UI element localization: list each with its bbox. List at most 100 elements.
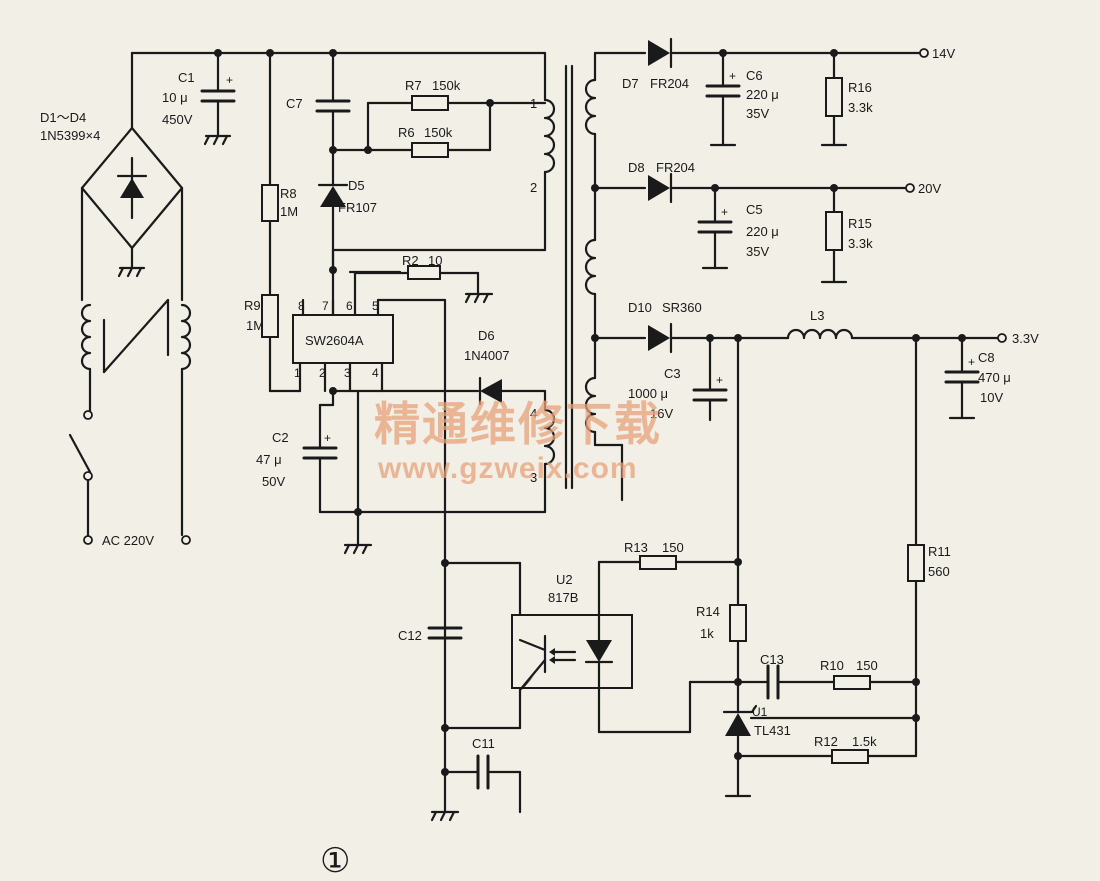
c1-volt-label: 450V bbox=[162, 112, 193, 127]
r2-val-label: 10 bbox=[428, 253, 442, 268]
r14-val-label: 1k bbox=[700, 626, 714, 641]
optocoupler-u2 bbox=[511, 560, 692, 734]
ic-pin-4: 4 bbox=[372, 366, 379, 380]
c2-cap-label: 47 μ bbox=[256, 452, 282, 467]
d5-part-label: FR107 bbox=[338, 200, 377, 215]
ic-pin-3: 3 bbox=[344, 366, 351, 380]
c3-cap-label: 1000 μ bbox=[628, 386, 668, 401]
r8-ref-label: R8 bbox=[280, 186, 297, 201]
r2-ref-label: R2 bbox=[402, 253, 419, 268]
u1-part-label: TL431 bbox=[754, 723, 791, 738]
winding-pin-1: 1 bbox=[530, 96, 537, 111]
output-20v-label: 20V bbox=[918, 181, 941, 196]
output-14v-rail: + bbox=[593, 37, 929, 147]
c8-ref-label: C8 bbox=[978, 350, 995, 365]
output-3v3-label: 3.3V bbox=[1012, 331, 1039, 346]
c11-ref-label: C11 bbox=[472, 736, 495, 751]
l3-ref-label: L3 bbox=[810, 308, 824, 323]
c5-volt-label: 35V bbox=[746, 244, 769, 259]
svg-text:+: + bbox=[324, 431, 331, 445]
c6-cap-label: 220 μ bbox=[746, 87, 779, 102]
output-3v3-rail: + + bbox=[593, 322, 1007, 422]
bridge-ref-label: D1～D4 bbox=[40, 110, 86, 125]
c7-ref-label: C7 bbox=[286, 96, 303, 111]
d5-ref-label: D5 bbox=[348, 178, 365, 193]
ic-sw2604a bbox=[292, 271, 447, 734]
bridge-rectifier bbox=[80, 51, 184, 302]
d6-ref-label: D6 bbox=[478, 328, 495, 343]
mains-filter-choke bbox=[80, 298, 192, 537]
figure-number: ① bbox=[320, 841, 350, 881]
winding-pin-4: 4 bbox=[530, 406, 537, 421]
r13-val-label: 150 bbox=[662, 540, 684, 555]
feedback-caps bbox=[427, 559, 522, 822]
c2-volt-label: 50V bbox=[262, 474, 285, 489]
r15-ref-label: R15 bbox=[848, 216, 872, 231]
watermark-title: 精通维修下载 bbox=[374, 397, 662, 451]
resistor-r2 bbox=[407, 265, 494, 304]
r16-ref-label: R16 bbox=[848, 80, 872, 95]
ic-pin-2: 2 bbox=[319, 366, 326, 380]
mains-switch bbox=[68, 410, 191, 545]
snubber-resistors bbox=[329, 95, 547, 158]
r13-ref-label: R13 bbox=[624, 540, 648, 555]
resistor-r9 bbox=[261, 294, 302, 393]
r9-val-label: 1M bbox=[246, 318, 264, 333]
d7-ref-label: D7 bbox=[622, 76, 639, 91]
output-20v-rail: + bbox=[593, 172, 915, 284]
bridge-part-label: 1N5399×4 bbox=[40, 128, 100, 143]
ic-pin-8: 8 bbox=[298, 299, 305, 313]
r7-ref-label: R7 bbox=[405, 78, 422, 93]
d6-part-label: 1N4007 bbox=[464, 348, 510, 363]
r6-val-label: 150k bbox=[424, 125, 453, 140]
winding-pin-2: 2 bbox=[530, 180, 537, 195]
r11-val-label: 560 bbox=[928, 564, 950, 579]
c1-cap-label: 10 μ bbox=[162, 90, 188, 105]
u2-part-label: 817B bbox=[548, 590, 578, 605]
output-14v-label: 14V bbox=[932, 46, 955, 61]
r9-ref-label: R9 bbox=[244, 298, 261, 313]
c1-ref-label: C1 bbox=[178, 70, 195, 85]
secondary-windings bbox=[584, 51, 624, 502]
c3-volt-label: 16V bbox=[650, 406, 673, 421]
r7-val-label: 150k bbox=[432, 78, 461, 93]
r6-ref-label: R6 bbox=[398, 125, 415, 140]
ic-pin-1: 1 bbox=[294, 366, 301, 380]
c8-cap-label: 470 μ bbox=[978, 370, 1011, 385]
c6-ref-label: C6 bbox=[746, 68, 763, 83]
r8-val-label: 1M bbox=[280, 204, 298, 219]
d7-part-label: FR204 bbox=[650, 76, 689, 91]
r10-ref-label: R10 bbox=[820, 658, 844, 673]
r12-val-label: 1.5k bbox=[852, 734, 877, 749]
c3-ref-label: C3 bbox=[664, 366, 681, 381]
ic-pin-7: 7 bbox=[322, 299, 329, 313]
u2-ref-label: U2 bbox=[556, 572, 573, 587]
c2-ref-label: C2 bbox=[272, 430, 289, 445]
winding-pin-3: 3 bbox=[530, 470, 537, 485]
feedback-network bbox=[639, 336, 918, 798]
ic-part-label: SW2604A bbox=[305, 333, 364, 348]
u1-ref-label: U1 bbox=[752, 705, 768, 719]
resistor-r8 bbox=[261, 51, 279, 297]
watermark-url: www.gzweix.com bbox=[377, 452, 638, 485]
r16-val-label: 3.3k bbox=[848, 100, 873, 115]
ic-pin-6: 6 bbox=[346, 299, 353, 313]
r15-val-label: 3.3k bbox=[848, 236, 873, 251]
r12-ref-label: R12 bbox=[814, 734, 838, 749]
c5-ref-label: C5 bbox=[746, 202, 763, 217]
capacitor-c7 bbox=[315, 51, 351, 152]
capacitor-c1: + bbox=[200, 51, 236, 146]
d8-part-label: FR204 bbox=[656, 160, 695, 175]
c8-volt-label: 10V bbox=[980, 390, 1003, 405]
d8-ref-label: D8 bbox=[628, 160, 645, 175]
d10-part-label: SR360 bbox=[662, 300, 702, 315]
r14-ref-label: R14 bbox=[696, 604, 720, 619]
aux-supply: + bbox=[302, 376, 556, 555]
r10-val-label: 150 bbox=[856, 658, 878, 673]
c13-ref-label: C13 bbox=[760, 652, 784, 667]
svg-text:+: + bbox=[729, 69, 736, 83]
resistor-r11 bbox=[907, 336, 925, 758]
svg-text:+: + bbox=[968, 355, 975, 369]
